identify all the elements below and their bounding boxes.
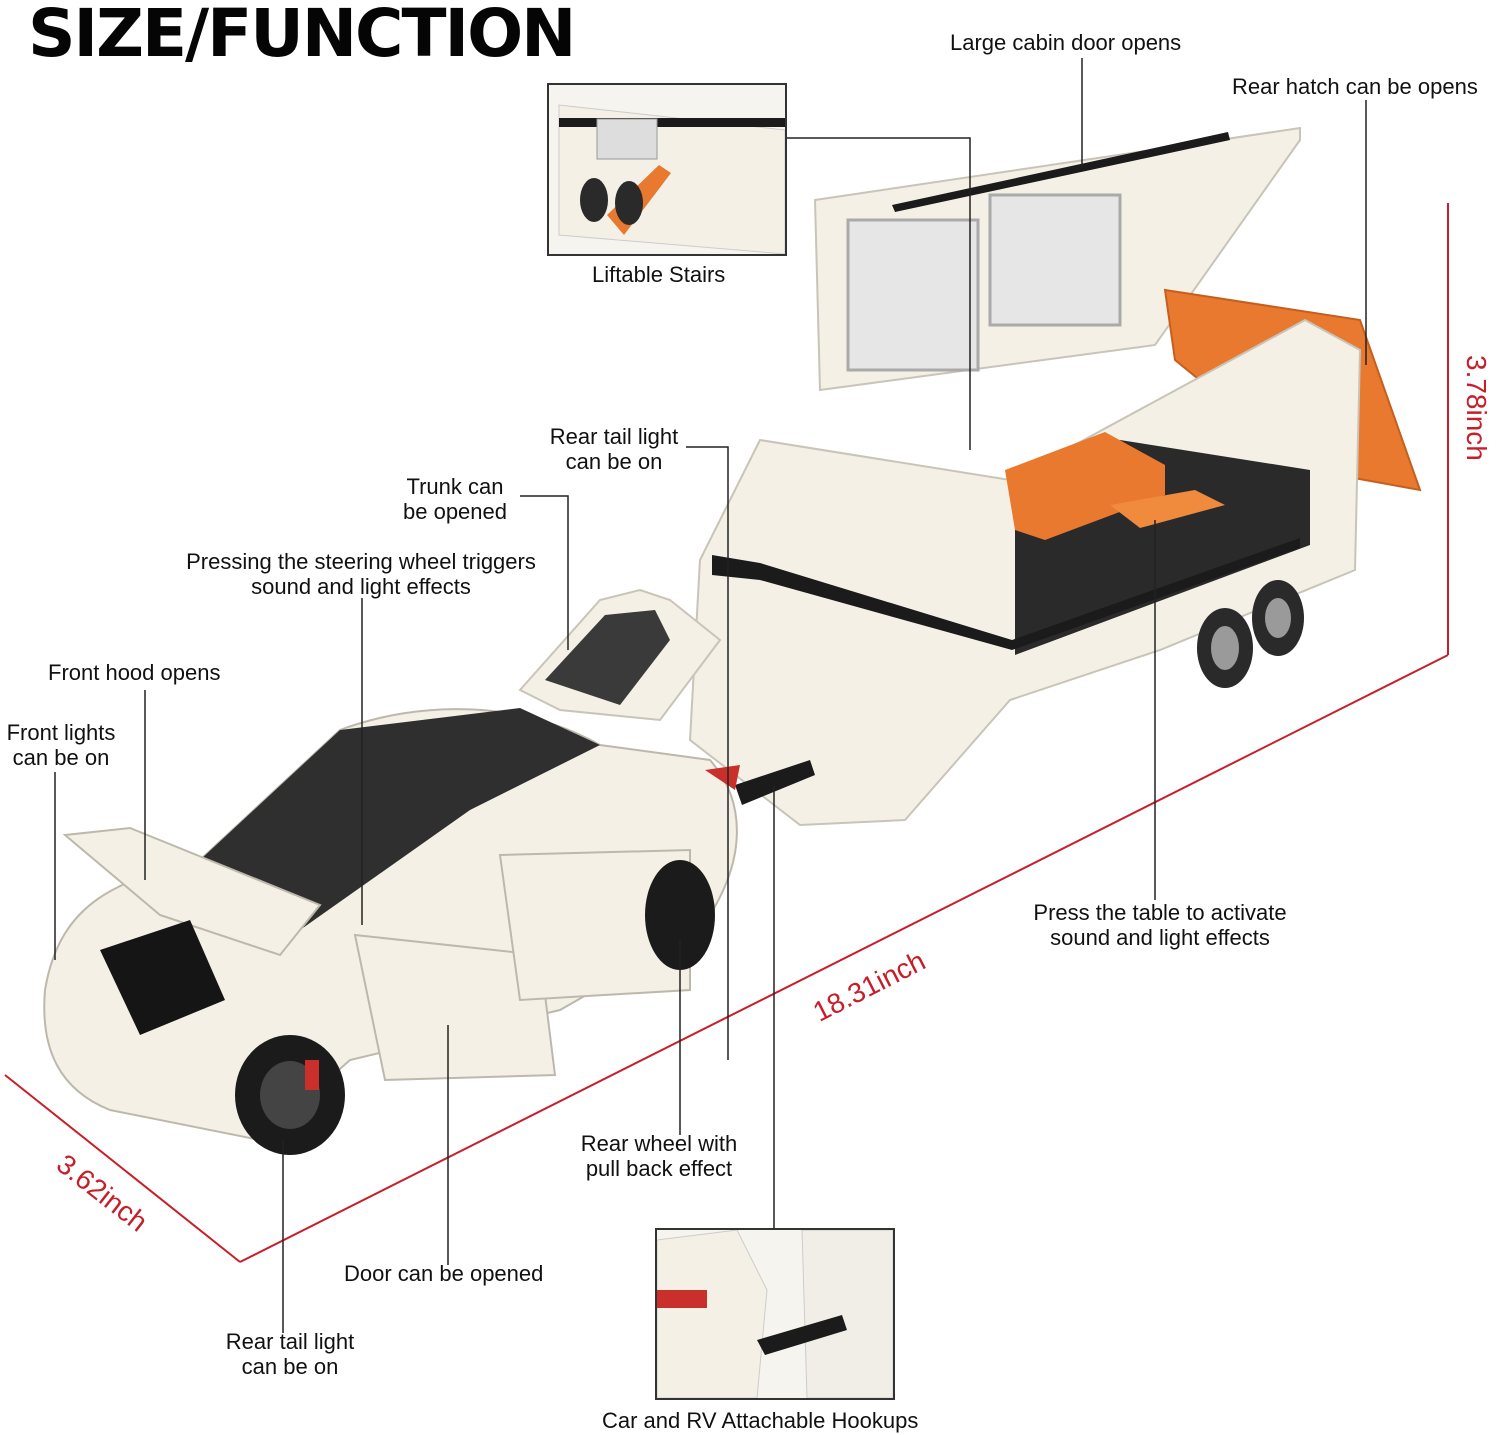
hookups-inset-illustration bbox=[657, 1230, 893, 1398]
car-front-hood bbox=[62, 826, 322, 957]
hitch-icon bbox=[757, 1315, 847, 1355]
rv-hitch bbox=[735, 760, 815, 805]
inset-liftable-stairs bbox=[547, 83, 787, 256]
rv-window-left bbox=[846, 218, 980, 372]
rv-wheel-front-hub bbox=[1211, 626, 1239, 670]
width-dimension-line bbox=[4, 1074, 241, 1263]
label-table: Press the table to activate sound and li… bbox=[1018, 900, 1302, 950]
label-door: Door can be opened bbox=[344, 1261, 544, 1286]
label-trunk-line2: be opened bbox=[403, 499, 507, 524]
inset-hookups bbox=[655, 1228, 895, 1400]
label-trunk-line1: Trunk can bbox=[406, 474, 504, 499]
label-front-lights: Front lights can be on bbox=[0, 720, 122, 770]
label-table-line2: sound and light effects bbox=[1050, 925, 1270, 950]
rv-wheel-rear-hub bbox=[1265, 598, 1291, 638]
label-hookups: Car and RV Attachable Hookups bbox=[602, 1408, 919, 1433]
label-cabin-door: Large cabin door opens bbox=[950, 30, 1182, 55]
hookup-tail-light bbox=[657, 1290, 707, 1308]
rv-side-stripe bbox=[712, 538, 1300, 650]
label-stairs: Liftable Stairs bbox=[592, 262, 726, 287]
car-rear-door bbox=[498, 848, 691, 1002]
leader-tail-light-top bbox=[686, 446, 729, 1060]
label-trunk: Trunk can be opened bbox=[395, 474, 515, 524]
car-open-door bbox=[353, 933, 557, 1082]
rv-window-right bbox=[988, 193, 1122, 327]
label-pullback-line1: Rear wheel with bbox=[580, 1131, 738, 1156]
label-rear-hatch: Rear hatch can be opens bbox=[1232, 74, 1478, 99]
label-tail-light-top: Rear tail light can be on bbox=[540, 424, 688, 474]
stairs-inset-illustration bbox=[549, 85, 785, 254]
label-steering: Pressing the steering wheel triggers sou… bbox=[166, 549, 556, 599]
page-title: SIZE/FUNCTION bbox=[28, 0, 576, 72]
label-pullback-line2: pull back effect bbox=[585, 1156, 733, 1181]
car-brake-caliper bbox=[305, 1060, 319, 1090]
car-tail-light bbox=[705, 765, 740, 790]
label-tail-light-top-line2: can be on bbox=[565, 449, 663, 474]
car-glass-roof bbox=[200, 708, 600, 930]
dimension-lines bbox=[4, 203, 1449, 1263]
label-pullback: Rear wheel with pull back effect bbox=[570, 1131, 748, 1181]
label-steering-line1: Pressing the steering wheel triggers bbox=[186, 549, 536, 574]
label-tail-light-bottom-line1: Rear tail light bbox=[225, 1329, 355, 1354]
label-front-lights-line1: Front lights bbox=[6, 720, 116, 745]
label-tail-light-bottom-line2: can be on bbox=[241, 1354, 339, 1379]
car-rear-window bbox=[545, 610, 670, 705]
car-rear-wheel bbox=[645, 860, 715, 970]
label-steering-line2: sound and light effects bbox=[251, 574, 471, 599]
rv-table bbox=[1110, 490, 1225, 528]
label-front-lights-line2: can be on bbox=[12, 745, 110, 770]
label-hood: Front hood opens bbox=[48, 660, 221, 685]
leader-trunk bbox=[520, 495, 569, 650]
car-frunk bbox=[100, 920, 225, 1035]
leader-lines bbox=[54, 58, 1367, 1333]
length-dimension-line bbox=[239, 654, 1449, 1263]
leader-stairs bbox=[786, 137, 971, 450]
dimension-height: 3.78inch bbox=[1461, 355, 1492, 461]
label-tail-light-bottom: Rear tail light can be on bbox=[216, 1329, 364, 1379]
toy-car bbox=[43, 588, 740, 1155]
label-table-line1: Press the table to activate bbox=[1033, 900, 1287, 925]
label-tail-light-top-line1: Rear tail light bbox=[549, 424, 679, 449]
rv-roof-stripe bbox=[892, 132, 1230, 212]
rv-trailer bbox=[688, 126, 1422, 827]
rv-sofa bbox=[1005, 432, 1165, 540]
